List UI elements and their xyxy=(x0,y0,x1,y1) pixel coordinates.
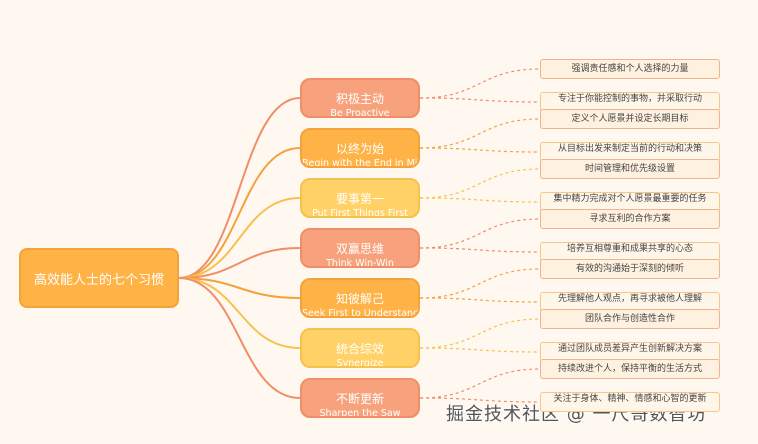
habit-detail-note[interactable]: 团队合作与创造性合作 xyxy=(540,309,720,329)
habit-title: 积极主动 xyxy=(335,92,384,106)
habit-note-link xyxy=(419,268,541,299)
habit-subtitle: Put First Things First xyxy=(312,208,408,218)
habit-note-link xyxy=(419,118,541,149)
habit-detail-note[interactable]: 有效的沟通始于深刻的倾听 xyxy=(540,259,720,279)
root-node[interactable]: 高效能人士的七个习惯 xyxy=(19,248,179,308)
habit-detail-text: 时间管理和优先级设置 xyxy=(584,164,675,174)
habit-detail-text: 寻求互利的合作方案 xyxy=(589,214,671,224)
habit-detail-text: 关注于身体、精神、情感和心智的更新 xyxy=(553,394,707,404)
habit-title: 不断更新 xyxy=(335,392,384,406)
habit-node[interactable]: 知彼解己 Seek First to Understand xyxy=(300,278,420,318)
root-habit-link xyxy=(178,197,301,279)
habit-node[interactable]: 统合综效 Synergize xyxy=(300,328,420,368)
habit-detail-text: 定义个人愿景并设定长期目标 xyxy=(571,114,689,124)
habit-title: 统合综效 xyxy=(335,342,384,356)
habit-subtitle: Begin with the End in Mind xyxy=(302,158,420,168)
habit-note-link xyxy=(419,397,541,403)
habit-detail-text: 持续改进个人，保持平衡的生活方式 xyxy=(557,364,702,374)
habit-detail-note[interactable]: 时间管理和优先级设置 xyxy=(540,159,720,179)
habit-subtitle: Be Proactive xyxy=(330,108,390,118)
habit-title: 要事第一 xyxy=(335,192,384,206)
habit-title: 双赢思维 xyxy=(335,242,384,256)
habit-note-link xyxy=(419,318,541,349)
root-habit-link xyxy=(178,277,301,399)
habit-node[interactable]: 要事第一 Put First Things First xyxy=(300,178,420,218)
root-habit-link xyxy=(178,147,301,279)
habit-note-link xyxy=(419,218,541,249)
habit-detail-text: 先理解他人观点，再寻求被他人理解 xyxy=(557,294,702,304)
habit-note-link xyxy=(419,347,541,353)
habit-title: 知彼解己 xyxy=(335,292,384,306)
habit-detail-note[interactable]: 定义个人愿景并设定长期目标 xyxy=(540,109,720,129)
habit-node[interactable]: 以终为始 Begin with the End in Mind xyxy=(300,128,420,168)
habit-detail-text: 专注于你能控制的事物，并采取行动 xyxy=(557,94,702,104)
habit-node[interactable]: 积极主动 Be Proactive xyxy=(300,78,420,118)
habit-note-link xyxy=(419,68,541,99)
habit-note-link xyxy=(419,247,541,253)
habit-detail-note[interactable]: 强调责任感和个人选择的力量 xyxy=(540,59,720,79)
habit-title: 以终为始 xyxy=(335,142,384,156)
habit-subtitle: Think Win-Win xyxy=(326,258,394,268)
habit-detail-text: 强调责任感和个人选择的力量 xyxy=(571,64,689,74)
habit-detail-text: 培养互相尊重和成果共享的心态 xyxy=(566,244,693,254)
habit-detail-note[interactable]: 寻求互利的合作方案 xyxy=(540,209,720,229)
habit-subtitle: Sharpen the Saw xyxy=(319,408,401,418)
habit-subtitle: Synergize xyxy=(336,358,384,368)
habit-detail-text: 通过团队成员差异产生创新解决方案 xyxy=(557,344,702,354)
habit-note-link xyxy=(419,147,541,153)
habit-note-link xyxy=(419,197,541,203)
habit-detail-text: 从目标出发来制定当前的行动和决策 xyxy=(557,144,702,154)
habit-detail-text: 团队合作与创造性合作 xyxy=(584,314,675,324)
root-habit-link xyxy=(178,277,301,349)
habit-note-link xyxy=(419,297,541,303)
root-habit-link xyxy=(178,247,301,279)
habit-note-link xyxy=(419,368,541,399)
root-habit-link xyxy=(178,97,301,279)
habit-note-link xyxy=(419,97,541,103)
habit-detail-text: 有效的沟通始于深刻的倾听 xyxy=(575,264,684,274)
habit-detail-note[interactable]: 持续改进个人，保持平衡的生活方式 xyxy=(540,359,720,379)
root-node-label: 高效能人士的七个习惯 xyxy=(33,272,164,288)
habit-node[interactable]: 双赢思维 Think Win-Win xyxy=(300,228,420,268)
habit-subtitle: Seek First to Understand xyxy=(302,308,420,318)
habit-detail-text: 集中精力完成对个人愿景最重要的任务 xyxy=(553,194,707,204)
habit-detail-note[interactable]: 关注于身体、精神、情感和心智的更新 xyxy=(540,392,720,412)
habit-note-link xyxy=(419,168,541,199)
habit-node[interactable]: 不断更新 Sharpen the Saw xyxy=(300,378,420,418)
root-habit-link xyxy=(178,277,301,299)
